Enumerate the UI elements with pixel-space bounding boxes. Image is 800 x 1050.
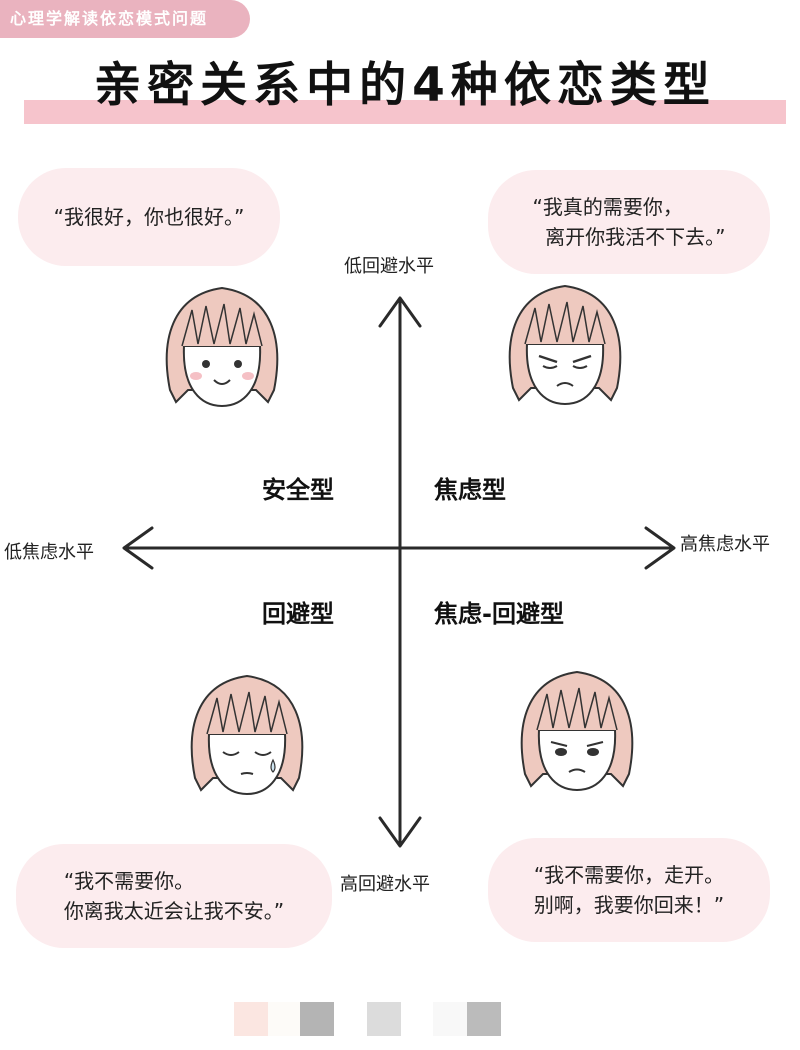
color-swatch (234, 1002, 268, 1036)
quadrant-label-secure: 安全型 (262, 476, 334, 504)
quote-bubble-secure: “我很好，你也很好。” (18, 168, 280, 266)
arrow-down-icon (378, 816, 422, 848)
axis-label-bottom: 高回避水平 (340, 874, 430, 895)
worried-face-icon (508, 284, 622, 406)
quadrant-label-avoidant: 回避型 (262, 600, 334, 628)
axis-label-top: 低回避水平 (344, 256, 434, 277)
quote-bubble-avoidant: “我不需要你。 你离我太近会让我不安。” (16, 844, 332, 948)
color-swatch (300, 1002, 334, 1036)
axis-label-left: 低焦虑水平 (4, 542, 94, 563)
color-swatch (367, 1002, 401, 1036)
color-swatch (268, 1002, 302, 1036)
smiling-face-icon (165, 286, 279, 408)
frowning-face-icon (520, 670, 634, 792)
axis-label-right: 高焦虑水平 (680, 534, 770, 555)
arrow-left-icon (122, 526, 154, 570)
quadrant-label-anxious-avoidant: 焦虑-回避型 (434, 600, 564, 628)
topic-tag: 心理学解读依恋模式问题 (0, 0, 250, 38)
color-swatch (433, 1002, 467, 1036)
crying-face-icon (190, 674, 304, 796)
quote-bubble-anxious-avoidant: “我不需要你，走开。 别啊，我要你回来！” (488, 838, 770, 942)
arrow-up-icon (378, 296, 422, 328)
arrow-right-icon (644, 526, 676, 570)
title-highlight-band (24, 100, 786, 124)
color-swatch (467, 1002, 501, 1036)
quote-bubble-anxious: “我真的需要你， 离开你我活不下去。” (488, 170, 770, 274)
page-title: 亲密关系中的4种依恋类型 (94, 58, 716, 113)
quadrant-label-anxious: 焦虑型 (434, 476, 506, 504)
